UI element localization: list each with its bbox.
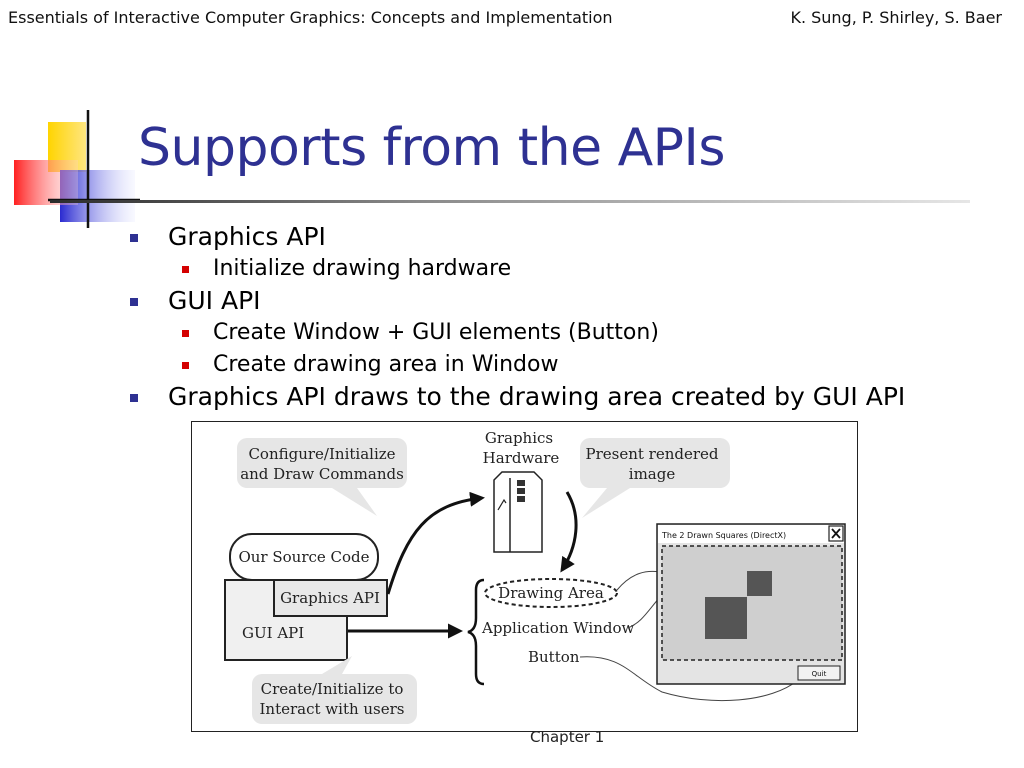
sub-bullet-square-icon <box>182 266 189 273</box>
brace <box>467 578 485 686</box>
bullet-list: Graphics API Initialize drawing hardware… <box>130 222 1010 414</box>
drawing-area-ellipse <box>484 578 618 608</box>
hardware-label-line2: Hardware <box>483 449 560 467</box>
sub-bullet-text: Initialize drawing hardware <box>213 256 512 281</box>
header-book-title: Essentials of Interactive Computer Graph… <box>8 8 613 27</box>
callout-present-line2: image <box>629 465 676 483</box>
source-code-label: Our Source Code <box>238 548 369 566</box>
callout-configure-line1: Configure/Initialize <box>248 445 395 463</box>
drawing-area-label: Drawing Area <box>498 584 604 602</box>
bullet-text: Graphics API <box>168 222 326 251</box>
hardware-label-line1: Graphics <box>485 429 553 447</box>
arrow-to-hardware <box>386 491 485 595</box>
sub-bullet-item: Create Window + GUI elements (Button) <box>130 318 1010 350</box>
bullet-item: Graphics API draws to the drawing area c… <box>130 382 1010 414</box>
window-close-icon <box>831 528 841 539</box>
arrow-hardware-to-drawing-area <box>560 491 578 573</box>
button-label: Button <box>528 648 580 666</box>
application-window-label: Application Window <box>481 619 635 637</box>
bullet-square-icon <box>130 394 138 402</box>
graphics-api-box: Graphics API <box>273 579 388 617</box>
bullet-item: Graphics API <box>130 222 1010 254</box>
sub-bullet-item: Create drawing area in Window <box>130 350 1010 382</box>
callout-create-line2: Interact with users <box>260 700 405 718</box>
slide-title: Supports from the APIs <box>138 118 725 178</box>
sub-bullet-square-icon <box>182 330 189 337</box>
sub-bullet-item: Initialize drawing hardware <box>130 254 1010 286</box>
bullet-text: GUI API <box>168 286 261 315</box>
api-architecture-figure: Configure/Initialize and Draw Commands G… <box>191 421 858 732</box>
callout-present: Present rendered image <box>580 438 730 518</box>
source-code-box: Our Source Code <box>229 533 379 581</box>
window-quit-button: Quit <box>812 670 827 678</box>
bullet-square-icon <box>130 234 138 242</box>
callout-create-line1: Create/Initialize to <box>261 680 404 698</box>
decorative-corner-graphic <box>14 110 140 228</box>
bullet-square-icon <box>130 298 138 306</box>
sub-bullet-text: Create drawing area in Window <box>213 352 559 377</box>
title-divider <box>50 200 970 203</box>
bullet-text: Graphics API draws to the drawing area c… <box>168 382 906 411</box>
callout-configure-line2: and Draw Commands <box>240 465 404 483</box>
window-title-text: The 2 Drawn Squares (DirectX) <box>661 531 786 540</box>
callout-present-line1: Present rendered <box>585 445 718 463</box>
sub-bullet-square-icon <box>182 362 189 369</box>
bullet-item: GUI API <box>130 286 1010 318</box>
graphics-hardware-icon <box>493 471 543 553</box>
callout-configure: Configure/Initialize and Draw Commands <box>237 438 407 516</box>
callout-create: Create/Initialize to Interact with users <box>252 656 417 724</box>
header-authors: K. Sung, P. Shirley, S. Baer <box>790 8 1002 27</box>
footer-chapter: Chapter 1 <box>530 728 605 746</box>
application-window-mock: The 2 Drawn Squares (DirectX) Quit <box>656 523 846 685</box>
graphics-api-label: Graphics API <box>280 589 380 607</box>
gui-api-label: GUI API <box>242 624 304 642</box>
sub-bullet-text: Create Window + GUI elements (Button) <box>213 320 659 345</box>
